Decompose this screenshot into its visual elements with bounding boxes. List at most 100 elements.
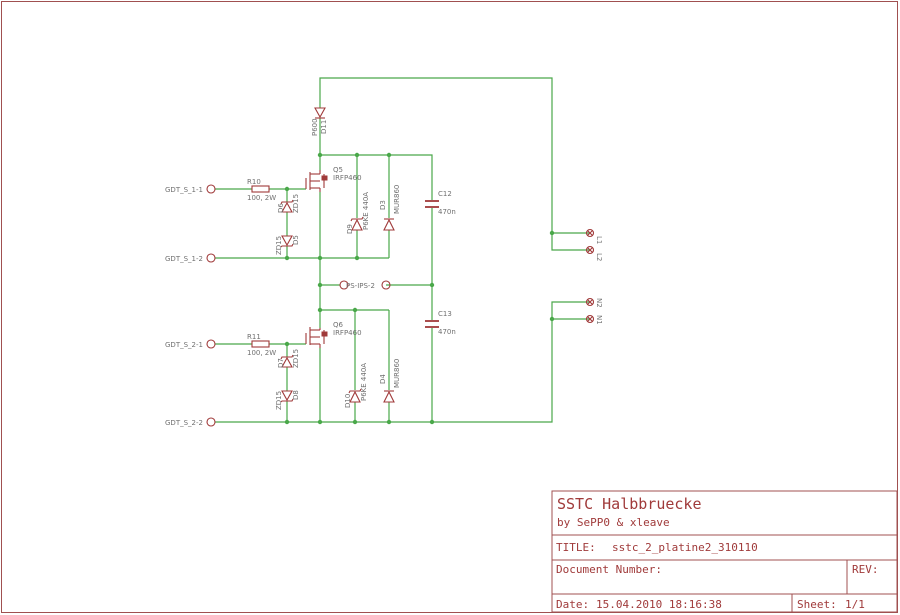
junction <box>352 307 358 313</box>
junction <box>549 230 555 236</box>
label-d6-name: D6 <box>277 203 285 213</box>
label-q6-name: Q6 <box>333 321 344 329</box>
connector-gdt-s-1-2 <box>206 253 216 263</box>
wire-bottom-rail <box>215 301 590 423</box>
connector-ps-ips-right <box>381 280 391 290</box>
zener-d7 <box>280 354 294 368</box>
junction <box>317 307 323 313</box>
label-d4-value: MUR860 <box>393 359 401 388</box>
sheet-value: 1/1 <box>845 598 865 611</box>
gate-connectors <box>206 184 391 427</box>
label-r11-value: 100, 2W <box>247 349 276 357</box>
mosfet-q6 <box>305 327 328 348</box>
label-c13-value: 470n <box>438 328 456 336</box>
label-d9-name: D9 <box>346 224 354 234</box>
label-c12-name: C12 <box>438 190 452 198</box>
capacitor-c13 <box>425 320 439 328</box>
label-d9-value: P6KE 440A <box>362 192 370 230</box>
label-d8-name: D8 <box>292 390 300 400</box>
connector-gdt-s-2-1 <box>206 339 216 349</box>
label-r10-value: 100, 2W <box>247 194 276 202</box>
label-d7-value: ZD15 <box>292 349 300 368</box>
label-gdt-s-2-2: GDT_S_2-2 <box>165 419 203 427</box>
label-r10-name: R10 <box>247 178 261 186</box>
label-q6-value: IRFP460 <box>333 329 362 337</box>
label-ps-ips: PS-IPS-2 <box>346 282 375 290</box>
label-d11-value: P600 <box>311 118 319 136</box>
terminal-n2 <box>585 297 595 307</box>
junction <box>352 419 358 425</box>
sheet-label: Sheet: <box>797 598 837 611</box>
junction <box>284 341 290 347</box>
tvs-diode-d10 <box>348 388 362 403</box>
junction <box>386 419 392 425</box>
junction <box>284 419 290 425</box>
label-gdt-s-2-1: GDT_S_2-1 <box>165 341 203 349</box>
resistor-r11 <box>251 340 270 348</box>
label-c12-value: 470n <box>438 208 456 216</box>
label-d5-name: D5 <box>292 235 300 245</box>
connector-gdt-s-2-2 <box>206 417 216 427</box>
tvs-diode-d9 <box>350 216 364 231</box>
junction <box>317 152 323 158</box>
label-l1: L1 <box>595 236 603 244</box>
label-d10-name: D10 <box>344 394 352 408</box>
junction <box>429 419 435 425</box>
document-number-label: Document Number: <box>556 563 662 576</box>
label-n2: N2 <box>595 298 603 308</box>
zener-d5 <box>280 235 294 248</box>
terminal-n1 <box>585 314 595 324</box>
label-n1: N1 <box>595 315 603 325</box>
label-d3-name: D3 <box>379 200 387 210</box>
label-d8-value: ZD15 <box>275 391 283 410</box>
label-r11-name: R11 <box>247 333 261 341</box>
label-d5-value: ZD15 <box>275 236 283 255</box>
label-q5-value: IRFP460 <box>333 174 362 182</box>
junction <box>354 152 360 158</box>
connector-ps-ips-left <box>339 280 349 290</box>
junction <box>284 255 290 261</box>
title-block: SSTC Halbbruecke by SePP0 & xleave TITLE… <box>551 490 898 613</box>
junction <box>317 282 323 288</box>
label-d10-value: P6KE 440A <box>360 363 368 401</box>
diode-d3 <box>383 218 395 231</box>
project-authors: by SePP0 & xleave <box>557 516 670 529</box>
label-c13-name: C13 <box>438 310 452 318</box>
project-title: SSTC Halbbruecke <box>557 495 702 513</box>
junction <box>429 282 435 288</box>
wire-l2 <box>551 233 590 251</box>
label-d4-name: D4 <box>379 374 387 384</box>
terminal-l1 <box>585 228 595 238</box>
label-d7-name: D7 <box>277 358 285 368</box>
junction <box>317 255 323 261</box>
wire-top-bus <box>319 77 553 233</box>
junction <box>549 316 555 322</box>
junction <box>354 255 360 261</box>
label-d3-value: MUR860 <box>393 185 401 214</box>
mosfet-q5 <box>305 170 328 192</box>
junctions <box>284 152 555 425</box>
label-d6-value: ZD15 <box>292 194 300 213</box>
title-label: TITLE: <box>556 541 596 554</box>
zener-d8 <box>280 390 294 403</box>
title-value: sstc_2_platine2_310110 <box>612 541 758 554</box>
zener-d6 <box>280 199 294 213</box>
terminal-l2 <box>585 245 595 255</box>
label-q5-name: Q5 <box>333 166 343 174</box>
label-gdt-s-1-1: GDT_S_1-1 <box>165 186 203 194</box>
rev-label: REV: <box>852 563 879 576</box>
label-l2: L2 <box>595 253 603 261</box>
date-label: Date: <box>556 598 589 611</box>
connector-gdt-s-1-1 <box>206 184 216 194</box>
label-gdt-s-1-2: GDT_S_1-2 <box>165 255 203 263</box>
capacitor-c12 <box>425 200 439 208</box>
output-terminals <box>585 228 595 324</box>
resistor-r10 <box>251 185 270 193</box>
diode-d4 <box>383 390 395 403</box>
junction <box>317 419 323 425</box>
wires <box>215 77 590 423</box>
date-value: 15.04.2010 18:16:38 <box>596 598 722 611</box>
